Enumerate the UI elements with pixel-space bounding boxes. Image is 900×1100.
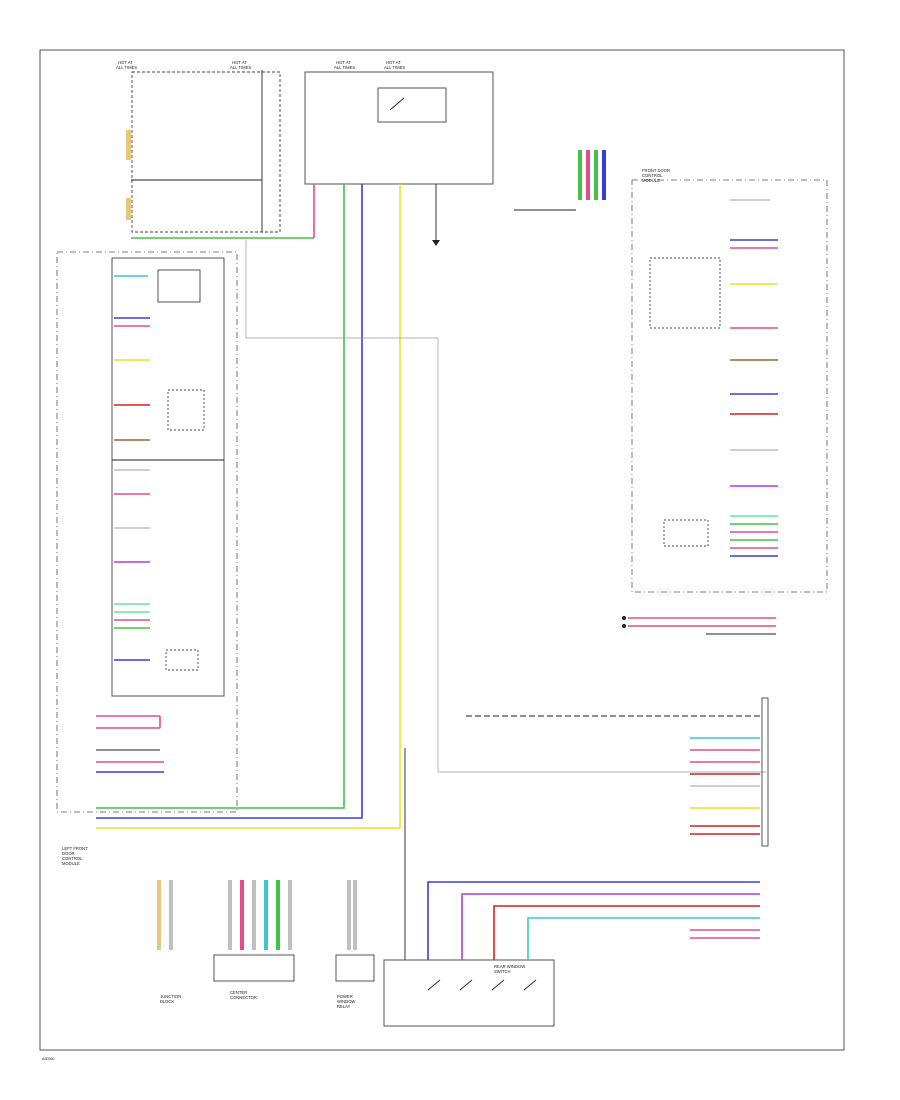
- svg-text:ALL TIMES: ALL TIMES: [116, 65, 137, 70]
- svg-text:RELAY: RELAY: [337, 1004, 351, 1009]
- svg-text:MODULE: MODULE: [62, 861, 80, 866]
- svg-text:JUNCTION: JUNCTION: [160, 994, 181, 999]
- svg-text:MODULE: MODULE: [642, 178, 660, 183]
- svg-text:POWER: POWER: [337, 994, 353, 999]
- bottom-connector-1: JUNCTION BLOCK: [157, 880, 181, 1004]
- svg-text:DOOR: DOOR: [62, 851, 75, 856]
- svg-text:ALL TIMES: ALL TIMES: [334, 65, 355, 70]
- svg-text:CONNECTOR: CONNECTOR: [230, 995, 257, 1000]
- svg-text:CONTROL: CONTROL: [62, 856, 83, 861]
- rear-window-switch: REAR WINDOW SWITCH: [383, 959, 555, 1027]
- left-front-door-module: LEFT FRONT DOOR CONTROL MODULE: [56, 251, 238, 866]
- svg-text:CENTER: CENTER: [230, 990, 247, 995]
- top-label-3: HOT AT: [336, 60, 351, 65]
- top-label-2: HOT AT: [232, 60, 247, 65]
- footer-code: A50060: [42, 1057, 54, 1061]
- top-label-1: HOT AT: [118, 60, 133, 65]
- svg-text:CONTROL: CONTROL: [642, 173, 663, 178]
- bottom-connector-3: POWER WINDOW RELAY: [335, 880, 375, 1009]
- top-label-4: HOT AT: [386, 60, 401, 65]
- svg-text:REAR WINDOW: REAR WINDOW: [494, 964, 525, 969]
- fuse-block-left: HOT AT ALL TIMES HOT AT ALL TIMES: [116, 60, 281, 233]
- svg-text:SWITCH: SWITCH: [494, 969, 511, 974]
- svg-text:ALL TIMES: ALL TIMES: [230, 65, 251, 70]
- bottom-connector-2: CENTER CONNECTOR: [213, 880, 295, 1000]
- diagram-frame: [39, 49, 845, 1051]
- relay-connector-top: [514, 150, 606, 211]
- fuse-block-center: HOT AT ALL TIMES HOT AT ALL TIMES: [304, 60, 494, 185]
- svg-text:LEFT FRONT: LEFT FRONT: [62, 846, 88, 851]
- svg-text:ALL TIMES: ALL TIMES: [384, 65, 405, 70]
- svg-text:FRONT DOOR: FRONT DOOR: [642, 168, 670, 173]
- svg-text:WINDOW: WINDOW: [337, 999, 355, 1004]
- front-door-control-module: FRONT DOOR CONTROL MODULE: [631, 168, 828, 593]
- svg-text:BLOCK: BLOCK: [160, 999, 174, 1004]
